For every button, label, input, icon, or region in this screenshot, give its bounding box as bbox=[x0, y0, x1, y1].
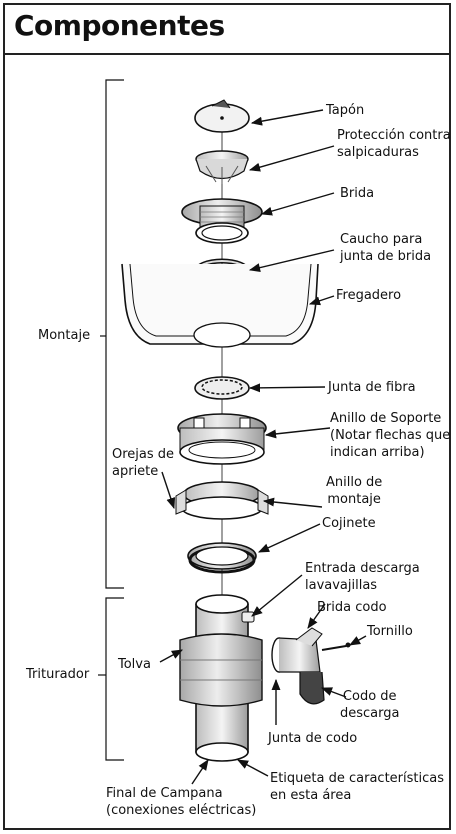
group-label-montaje: Montaje bbox=[38, 328, 91, 343]
label-final: Final de Campana (conexiones eléctricas) bbox=[106, 786, 257, 818]
triturador-bracket bbox=[98, 597, 124, 761]
label-orejas: Orejas de apriete bbox=[112, 447, 175, 479]
label-cojinete: Cojinete bbox=[322, 516, 376, 531]
leader-lines bbox=[159, 109, 367, 785]
title-divider bbox=[3, 53, 451, 55]
anillo-soporte-part bbox=[177, 413, 267, 465]
proteccion-part bbox=[195, 150, 249, 184]
label-junta-codo: Junta de codo bbox=[268, 731, 358, 746]
tapon-part bbox=[194, 99, 250, 133]
page-title: Componentes bbox=[14, 9, 225, 42]
junta-fibra-part bbox=[194, 376, 250, 400]
label-tornillo: Tornillo bbox=[367, 624, 413, 639]
label-caucho: Caucho para junta de brida bbox=[340, 232, 432, 264]
label-anillo-soporte: Anillo de Soporte (Notar flechas que ind… bbox=[330, 411, 451, 460]
anillo-montaje-part bbox=[175, 481, 269, 520]
group-label-triturador: Triturador bbox=[26, 667, 90, 682]
label-brida: Brida bbox=[340, 186, 375, 201]
label-anillo-montaje: Anillo de montaje bbox=[326, 475, 383, 507]
fregadero-part bbox=[121, 263, 319, 348]
triturador-part bbox=[179, 594, 263, 762]
montaje-bracket bbox=[100, 79, 124, 589]
label-codo: Codo de descarga bbox=[340, 689, 400, 721]
label-tapon: Tapón bbox=[326, 103, 365, 118]
label-fregadero: Fregadero bbox=[336, 288, 402, 303]
label-etiqueta: Etiqueta de características en esta área bbox=[270, 771, 444, 803]
label-proteccion: Protección contra salpicaduras bbox=[337, 128, 451, 160]
label-junta-fibra: Junta de fibra bbox=[328, 380, 416, 395]
codo-descarga-part bbox=[271, 627, 351, 705]
label-brida-codo: Brida codo bbox=[317, 600, 387, 615]
label-entrada: Entrada descarga lavavajillas bbox=[305, 561, 420, 593]
brida-part bbox=[181, 198, 263, 244]
label-tolva: Tolva bbox=[118, 657, 151, 672]
cojinete-part bbox=[187, 542, 257, 574]
